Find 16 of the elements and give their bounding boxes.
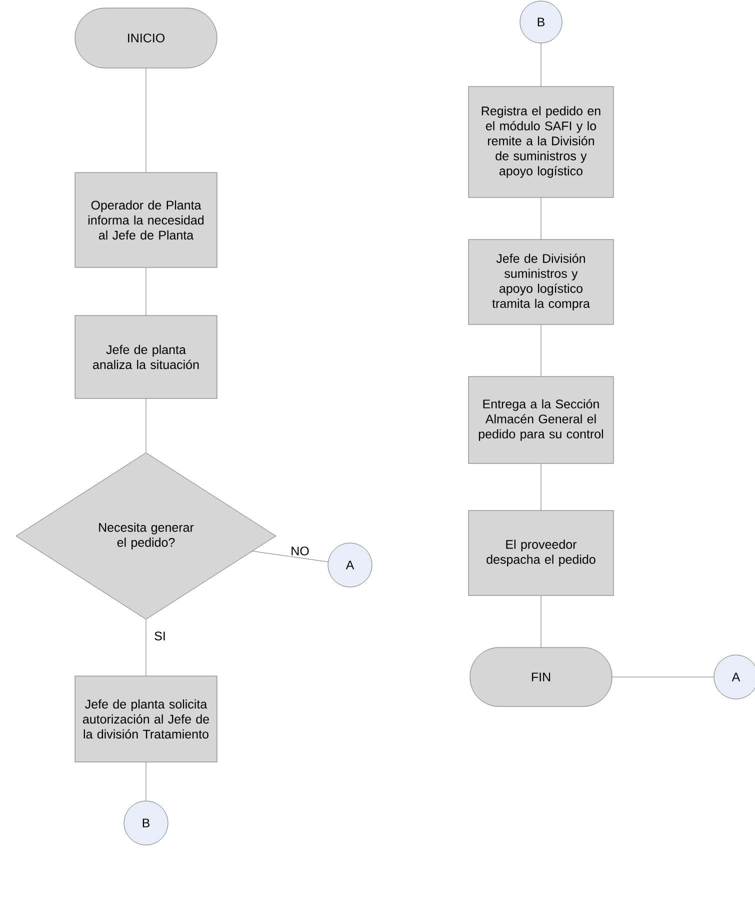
connector-line bbox=[612, 676, 714, 678]
process-box: El proveedor despacha el pedido bbox=[468, 510, 614, 596]
process-box: Entrega a la Sección Almacén General el pedido para su control bbox=[468, 376, 614, 464]
connector-line bbox=[540, 324, 542, 376]
connector-line bbox=[540, 43, 542, 86]
process-box: Registra el pedido en el módulo SAFI y lo remite a la División de suministros y apoyo logístico bbox=[468, 86, 614, 198]
connector-line bbox=[540, 464, 542, 510]
process-box: Jefe de planta analiza la situación bbox=[74, 315, 218, 399]
connector-line bbox=[540, 198, 542, 240]
process-box: Operador de Planta informa la necesidad al Jefe de Planta bbox=[74, 172, 218, 268]
edge-label: NO bbox=[290, 546, 310, 556]
edge-label: SI bbox=[153, 630, 167, 642]
process-box: Jefe de División suministros y apoyo logístico tramita la compra bbox=[468, 239, 614, 325]
process-box: Jefe de planta solicita autorización al Jefe de la división Tratamiento bbox=[74, 676, 218, 762]
connector-line bbox=[540, 596, 542, 648]
connector-line bbox=[252, 550, 328, 562]
